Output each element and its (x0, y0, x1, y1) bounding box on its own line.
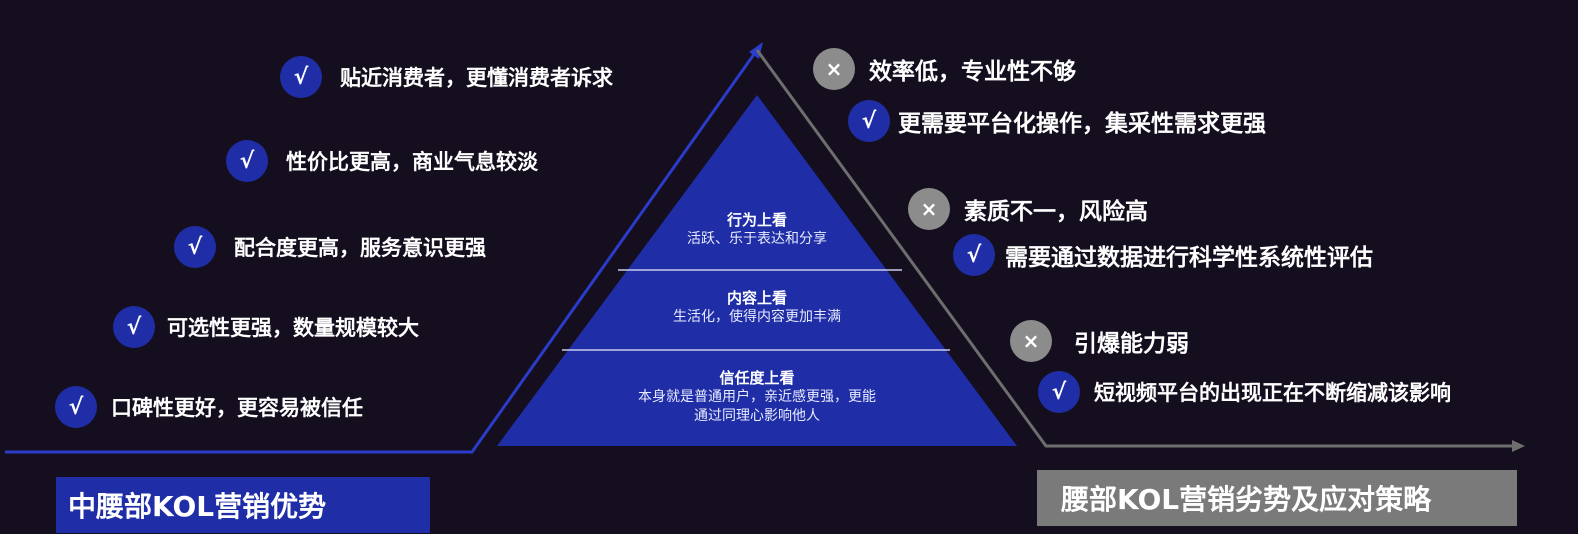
check-icon: √ (280, 56, 322, 98)
strategy-text: 需要通过数据进行科学性系统性评估 (1005, 245, 1373, 271)
advantage-item-4: √ 可选性更强，数量规模较大 (113, 305, 419, 349)
check-icon: √ (1038, 371, 1080, 413)
pyramid-level-content: 内容上看 生活化，使得内容更加丰满 (617, 288, 897, 327)
level-desc-line-2: 通过同理心影响他人 (694, 408, 820, 424)
advantage-item-2: √ 性价比更高，商业气息较淡 (226, 139, 538, 183)
cross-icon: × (813, 48, 855, 90)
check-icon: √ (226, 140, 268, 182)
check-icon: √ (55, 386, 97, 428)
weakness-item-2: × 素质不一，风险高 (908, 187, 1148, 231)
strategy-item-3: √ 短视频平台的出现正在不断缩减该影响 (1038, 370, 1451, 414)
level-title: 信任度上看 (719, 369, 795, 387)
advantage-text: 配合度更高，服务意识更强 (234, 236, 486, 260)
level-desc: 本身就是普通用户，亲近感更强，更能 (638, 389, 876, 405)
level-desc: 活跃、乐于表达和分享 (687, 231, 827, 247)
level-title: 内容上看 (726, 289, 787, 307)
pyramid-level-trust: 信任度上看 本身就是普通用户，亲近感更强，更能 通过同理心影响他人 (567, 368, 947, 426)
check-icon: √ (113, 306, 155, 348)
advantage-text: 口碑性更好，更容易被信任 (111, 396, 363, 420)
advantage-text: 贴近消费者，更懂消费者诉求 (340, 66, 613, 90)
weakness-text: 素质不一，风险高 (964, 199, 1148, 225)
check-icon: √ (174, 226, 216, 268)
section-label-advantages: 中腰部KOL营销优势 (56, 477, 430, 533)
strategy-item-1: √ 更需要平台化操作，集采性需求更强 (848, 99, 1266, 143)
check-icon: √ (953, 234, 995, 276)
level-title: 行为上看 (726, 211, 787, 229)
weakness-item-1: × 效率低，专业性不够 (813, 47, 1076, 91)
weakness-text: 引爆能力弱 (1074, 331, 1189, 357)
falling-arrow-head (1512, 440, 1525, 452)
advantage-text: 可选性更强，数量规模较大 (167, 316, 419, 340)
section-label-disadvantages: 腰部KOL营销劣势及应对策略 (1037, 470, 1517, 526)
falling-trend-line (755, 49, 1515, 448)
advantage-item-1: √ 贴近消费者，更懂消费者诉求 (280, 55, 613, 99)
cross-icon: × (908, 188, 950, 230)
weakness-item-3: × 引爆能力弱 (1010, 319, 1189, 363)
strategy-text: 更需要平台化操作，集采性需求更强 (898, 111, 1266, 137)
weakness-text: 效率低，专业性不够 (869, 59, 1076, 85)
strategy-item-2: √ 需要通过数据进行科学性系统性评估 (953, 233, 1373, 277)
advantage-item-5: √ 口碑性更好，更容易被信任 (55, 385, 363, 429)
pyramid-level-behavior: 行为上看 活跃、乐于表达和分享 (637, 210, 877, 249)
check-icon: √ (848, 100, 890, 142)
strategy-text: 短视频平台的出现正在不断缩减该影响 (1094, 381, 1451, 405)
cross-icon: × (1010, 320, 1052, 362)
advantage-text: 性价比更高，商业气息较淡 (286, 150, 538, 174)
advantage-item-3: √ 配合度更高，服务意识更强 (174, 225, 486, 269)
level-desc: 生活化，使得内容更加丰满 (673, 309, 841, 325)
rising-trend-line (5, 49, 759, 454)
